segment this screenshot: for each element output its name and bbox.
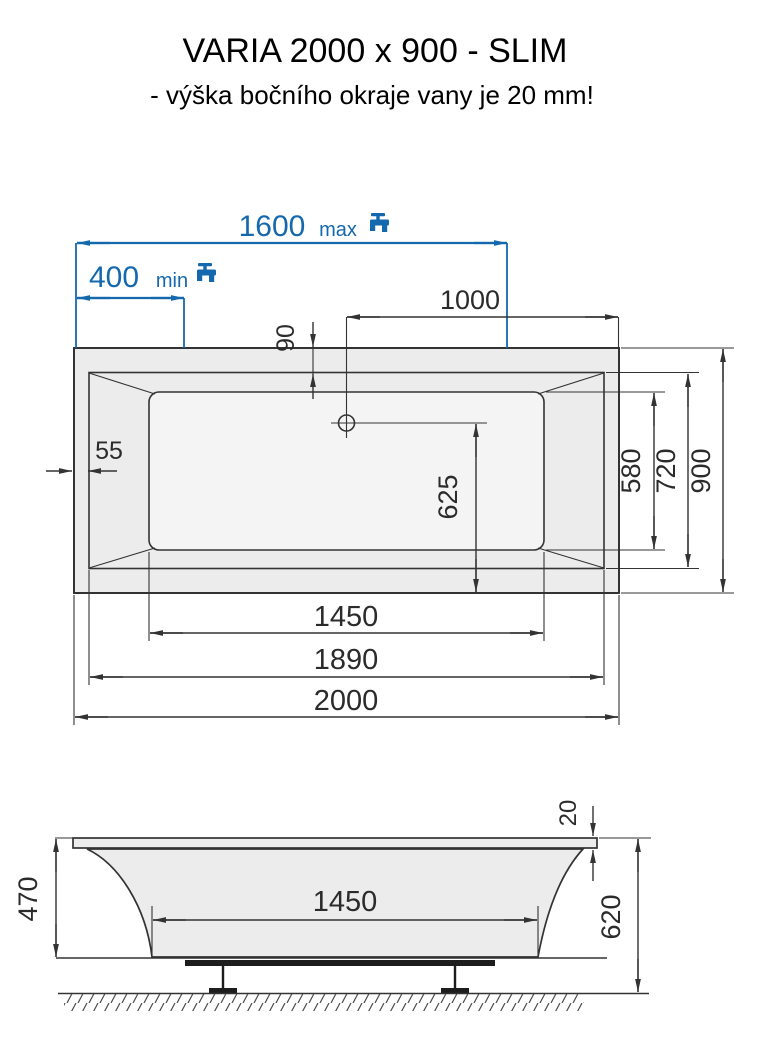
faucet-icon — [197, 263, 216, 282]
dim-label-470: 470 — [13, 876, 43, 921]
page-subtitle: - výška bočního okraje vany je 20 mm! — [150, 80, 594, 110]
dim-label-1600: 1600 — [239, 210, 306, 243]
dim-620: 620 — [596, 837, 651, 992]
dim-label-620: 620 — [596, 894, 626, 939]
drain-icon — [337, 414, 356, 432]
dim-qualifier-min: min — [156, 270, 188, 292]
tub-feet — [209, 966, 469, 994]
dim-label-900: 900 — [686, 448, 716, 493]
dim-label-580: 580 — [616, 448, 646, 493]
tub-shell-profile — [86, 848, 585, 958]
ground-line — [58, 992, 649, 1011]
drawing-header: VARIA 2000 x 900 - SLIM - výška bočního … — [150, 32, 594, 110]
tub-corner-chamfers — [88, 372, 605, 569]
dim-2000: 2000 — [73, 595, 620, 725]
dim-1450-top-view: 1450 — [148, 552, 545, 641]
dim-1000: 1000 — [347, 285, 620, 348]
dim-470: 470 — [13, 837, 76, 957]
dim-label-1000: 1000 — [440, 285, 500, 315]
dim-580: 580 — [546, 391, 665, 551]
dim-faucet-max-1600: 1600 max — [75, 210, 508, 348]
page-title: VARIA 2000 x 900 - SLIM — [183, 32, 568, 70]
top-view: 1600 max 400 min 1000 90 — [46, 210, 734, 725]
dim-1890: 1890 — [88, 570, 605, 685]
dim-faucet-min-400: 400 min — [77, 261, 216, 348]
dim-label-2000: 2000 — [314, 685, 379, 717]
dim-20: 20 — [555, 800, 596, 881]
dim-label-400: 400 — [89, 261, 139, 294]
dim-90: 90 — [272, 322, 316, 399]
faucet-icon — [370, 213, 389, 232]
support-frame — [185, 960, 495, 966]
dim-label-55: 55 — [95, 437, 123, 465]
dim-label-625: 625 — [433, 474, 463, 519]
dim-label-1890: 1890 — [314, 644, 379, 676]
dim-label-90: 90 — [272, 324, 300, 352]
side-view: 470 620 20 1450 — [13, 800, 651, 1011]
tub-rim-profile — [72, 837, 598, 849]
dim-1450-side-view: 1450 — [151, 886, 539, 957]
dim-625: 625 — [433, 424, 479, 592]
dim-label-720: 720 — [651, 448, 681, 493]
dim-label-1450: 1450 — [314, 601, 379, 633]
dim-900: 900 — [621, 347, 734, 594]
dim-qualifier-max: max — [319, 219, 357, 241]
dim-720: 720 — [606, 371, 699, 570]
dim-55: 55 — [46, 437, 123, 474]
dim-label-20: 20 — [555, 800, 582, 827]
drain-symbol — [331, 317, 487, 438]
dim-label-1450-side: 1450 — [313, 886, 378, 918]
ground-hatching — [64, 994, 584, 1011]
